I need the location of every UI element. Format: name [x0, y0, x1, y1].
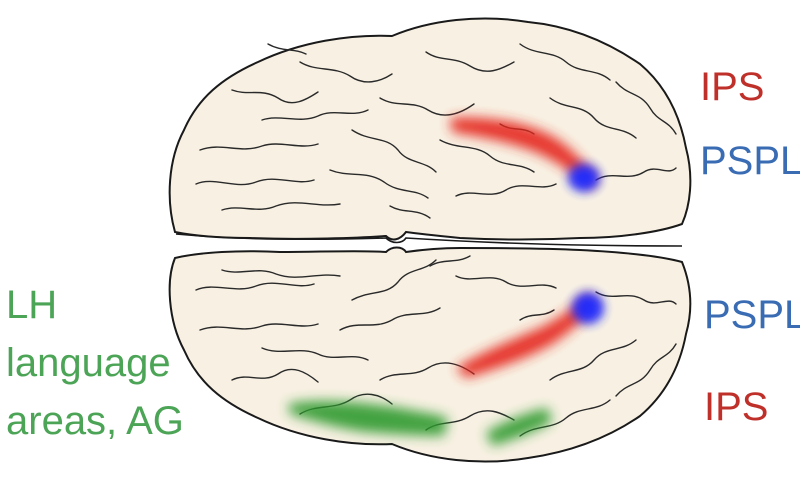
- top-hemisphere: [168, 17, 692, 241]
- bottom-hemisphere: [168, 246, 692, 463]
- top-hemisphere-outline: [168, 17, 692, 241]
- label-lh-line: LH: [6, 283, 58, 327]
- midline-fissure: [175, 233, 683, 247]
- top-pspl-highlight: [568, 164, 600, 192]
- top-ips-highlight: [450, 117, 596, 188]
- label-language-line: language: [6, 341, 171, 385]
- ag-highlight-right: [486, 408, 552, 446]
- bottom-pspl-highlight: [572, 292, 604, 324]
- label-bottom-ips: IPS: [704, 385, 769, 429]
- bottom-ips-highlight: [456, 294, 596, 378]
- ag-highlight-left: [288, 401, 448, 436]
- top-sulci: [195, 43, 677, 219]
- label-top-ips: IPS: [700, 65, 765, 109]
- label-lh-language-areas: LH language areas, AG: [6, 276, 184, 450]
- label-top-pspl: PSPL: [700, 139, 800, 183]
- label-bottom-pspl: PSPL: [704, 293, 800, 337]
- label-areas-ag-line: areas, AG: [6, 399, 184, 443]
